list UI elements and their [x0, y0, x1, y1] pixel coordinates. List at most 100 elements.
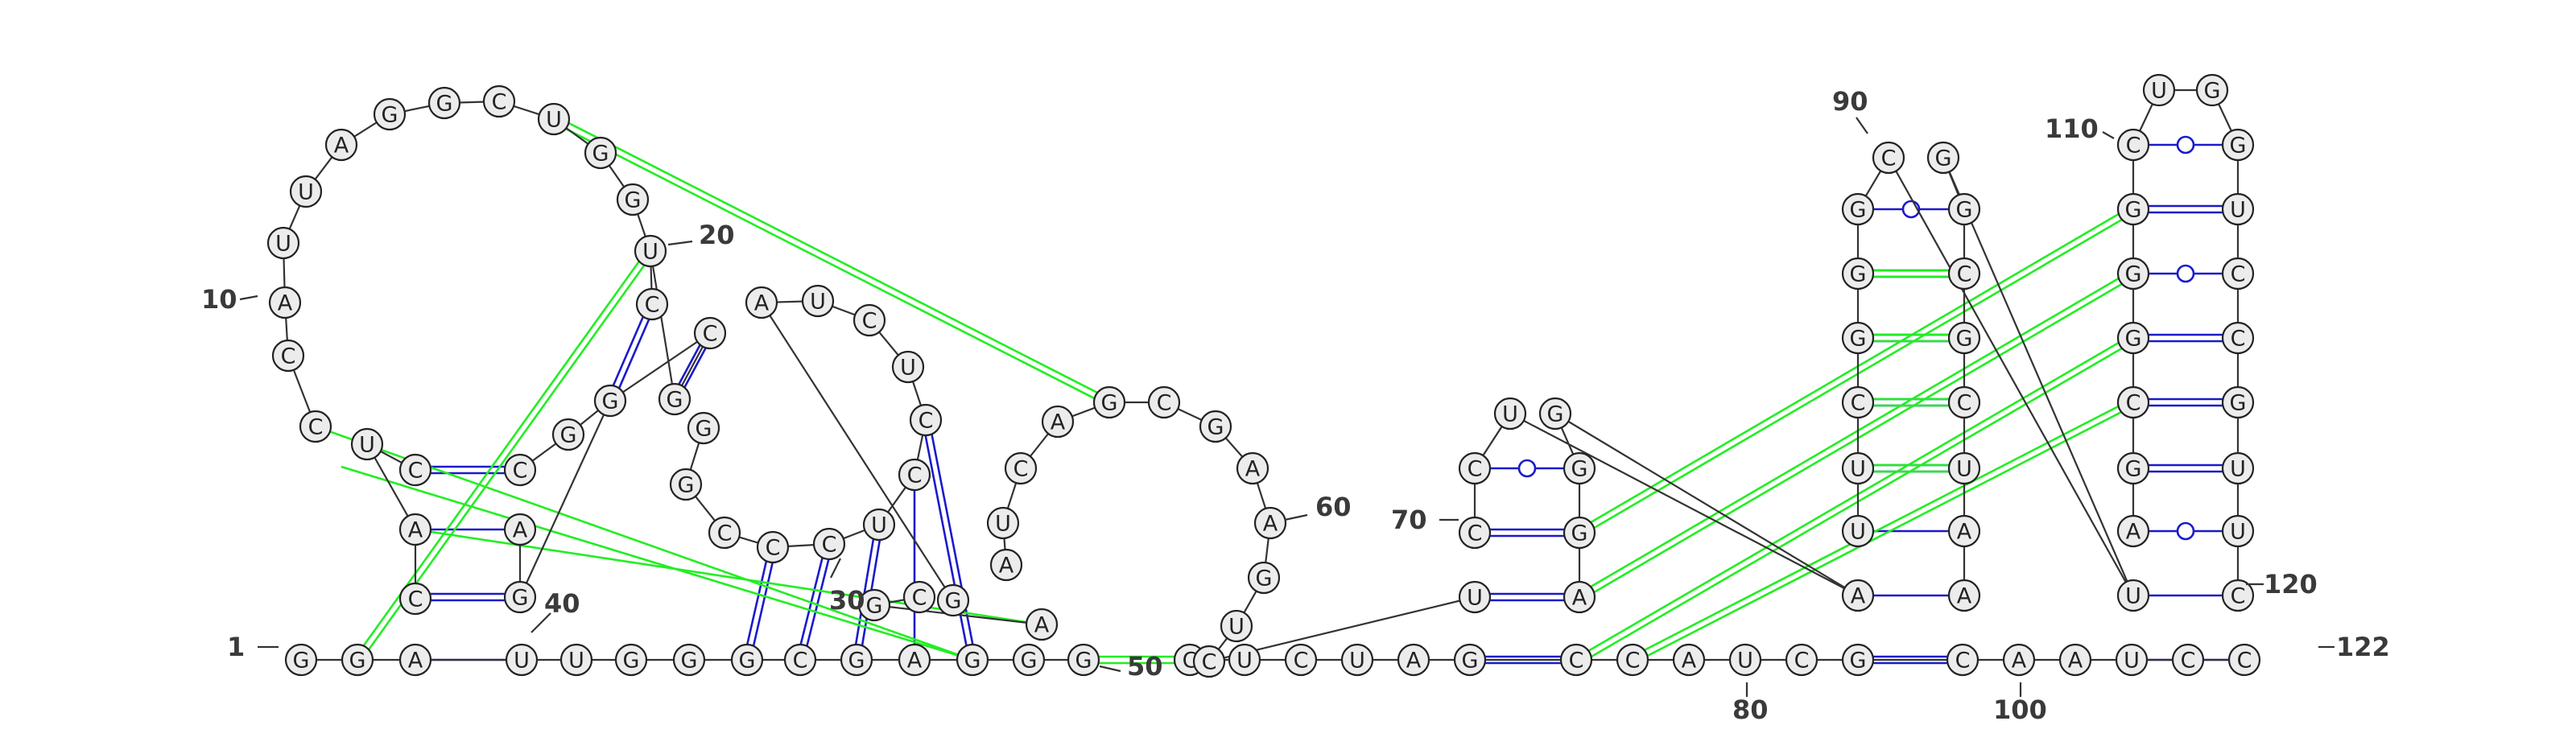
- nucleotide-circle: [1563, 516, 1596, 550]
- nucleotide-circle: [505, 643, 539, 677]
- nucleotide-circle: [2116, 514, 2150, 548]
- position-label-70: 70: [1391, 505, 1427, 535]
- base-pair: [795, 542, 828, 660]
- nucleotide: U: [891, 350, 925, 384]
- nucleotide: C: [1004, 451, 1038, 485]
- nucleotide-circle: [2116, 192, 2150, 226]
- nucleotide: G: [1841, 257, 1875, 290]
- numbering-ticks: [239, 117, 2334, 697]
- nucleotide: G: [672, 643, 706, 677]
- nucleotide-circle: [2221, 385, 2255, 419]
- nucleotide-circle: [551, 418, 585, 451]
- nucleotide-letter: G: [1571, 457, 1588, 482]
- nucleotide-letter: C: [308, 415, 324, 440]
- nucleotide: C: [398, 453, 432, 487]
- nucleotide-circle: [2171, 643, 2205, 677]
- nucleotide-circle: [1538, 397, 1572, 431]
- nucleotide: U: [537, 102, 571, 136]
- nucleotide-letter: A: [2012, 649, 2027, 674]
- nucleotide-letter: A: [1263, 512, 1278, 537]
- nucleotide-circle: [1458, 516, 1492, 550]
- nucleotide: G: [2221, 128, 2255, 162]
- nucleotide: G: [593, 384, 627, 418]
- nucleotide-circle: [616, 183, 650, 216]
- nucleotide-letter: A: [2126, 520, 2141, 545]
- nucleotide-circle: [783, 643, 817, 677]
- nucleotide-letter: C: [1881, 146, 1897, 171]
- nucleotide: C: [1785, 643, 1818, 677]
- nucleotide-circle: [2115, 643, 2149, 677]
- nucleotide-letter: A: [334, 134, 349, 159]
- backbone-segment: [365, 442, 417, 599]
- nucleotide: A: [1672, 643, 1706, 677]
- nucleotide-letter: G: [681, 649, 698, 674]
- nucleotide-letter: A: [408, 518, 423, 543]
- nucleotide-circle: [2058, 643, 2092, 677]
- nucleotide: G: [730, 643, 764, 677]
- nucleotide: G: [1092, 385, 1126, 419]
- nucleotide-circle: [584, 136, 617, 170]
- nucleotide-letter: U: [2124, 649, 2140, 674]
- nucleotide: U: [2115, 643, 2149, 677]
- nucleotide-circle: [1785, 643, 1818, 677]
- nucleotide: G: [427, 86, 461, 120]
- nucleotide-circle: [745, 286, 778, 319]
- base-pair: [742, 546, 771, 660]
- nucleotide-circle: [756, 530, 790, 564]
- nucleotide-letter: G: [625, 188, 642, 213]
- nucleotide-circle: [1947, 321, 1981, 355]
- nucleotide: G: [616, 183, 650, 216]
- nucleotide: G: [658, 382, 691, 416]
- nucleotide-letter: G: [1462, 649, 1479, 674]
- nucleotide-circle: [1947, 579, 1981, 612]
- nucleotide-circle: [1563, 451, 1596, 485]
- nucleotide: U: [634, 234, 667, 268]
- nucleotide: G: [373, 97, 407, 131]
- nucleotide-letter: G: [2125, 262, 2142, 287]
- nucleotide-letter: U: [2230, 457, 2246, 482]
- backbone-segment: [519, 332, 711, 471]
- nucleotide-letter: A: [754, 291, 770, 316]
- nucleotide-letter: C: [2231, 584, 2246, 609]
- nucleotide-circle: [2221, 514, 2255, 548]
- wobble-pair-marker: [2176, 135, 2195, 155]
- nucleotide-letter: G: [1850, 262, 1867, 287]
- nucleotide: G: [1947, 192, 1981, 226]
- nucleotide: G: [936, 583, 970, 617]
- nucleotide-circle: [672, 643, 706, 677]
- nucleotide-circle: [2116, 321, 2150, 355]
- nucleotide-circle: [2221, 321, 2255, 355]
- nucleotide-letter: G: [2125, 198, 2142, 223]
- nucleotide-circle: [2221, 128, 2255, 162]
- nucleotide-letter: A: [1957, 520, 1972, 545]
- nucleotide: C: [693, 316, 727, 350]
- nucleotide: C: [1458, 451, 1492, 485]
- nucleotide-letter: G: [2204, 79, 2221, 104]
- nucleotide: C: [708, 516, 741, 550]
- nucleotide: G: [1453, 643, 1487, 677]
- nucleotide: G: [341, 643, 374, 677]
- base-pair: [802, 544, 834, 661]
- nucleotide: A: [398, 513, 432, 546]
- position-label-100: 100: [1993, 694, 2047, 725]
- nucleotide: U: [1220, 609, 1253, 643]
- nucleotide: A: [503, 513, 537, 546]
- nucleotide-circle: [1199, 410, 1232, 443]
- nucleotide-circle: [1192, 645, 1226, 678]
- nucleotide: G: [1841, 321, 1875, 355]
- nucleotide: G: [1841, 192, 1875, 226]
- nucleotide: G: [2116, 192, 2150, 226]
- nucleotide-letter: A: [999, 554, 1014, 579]
- nucleotide-circle: [284, 643, 318, 677]
- nucleotide: A: [1397, 643, 1430, 677]
- base-pair: [921, 420, 971, 661]
- nucleotide: G: [584, 136, 617, 170]
- nucleotide: C: [2221, 321, 2255, 355]
- nucleotide-circle: [503, 453, 537, 487]
- nucleotide: U: [2116, 579, 2150, 612]
- nucleotide: C: [756, 530, 790, 564]
- pseudoknot-pair: [1577, 270, 2132, 595]
- nucleotide-circle: [812, 527, 846, 561]
- nucleotide-circle: [909, 403, 943, 437]
- nucleotide: C: [1616, 643, 1649, 677]
